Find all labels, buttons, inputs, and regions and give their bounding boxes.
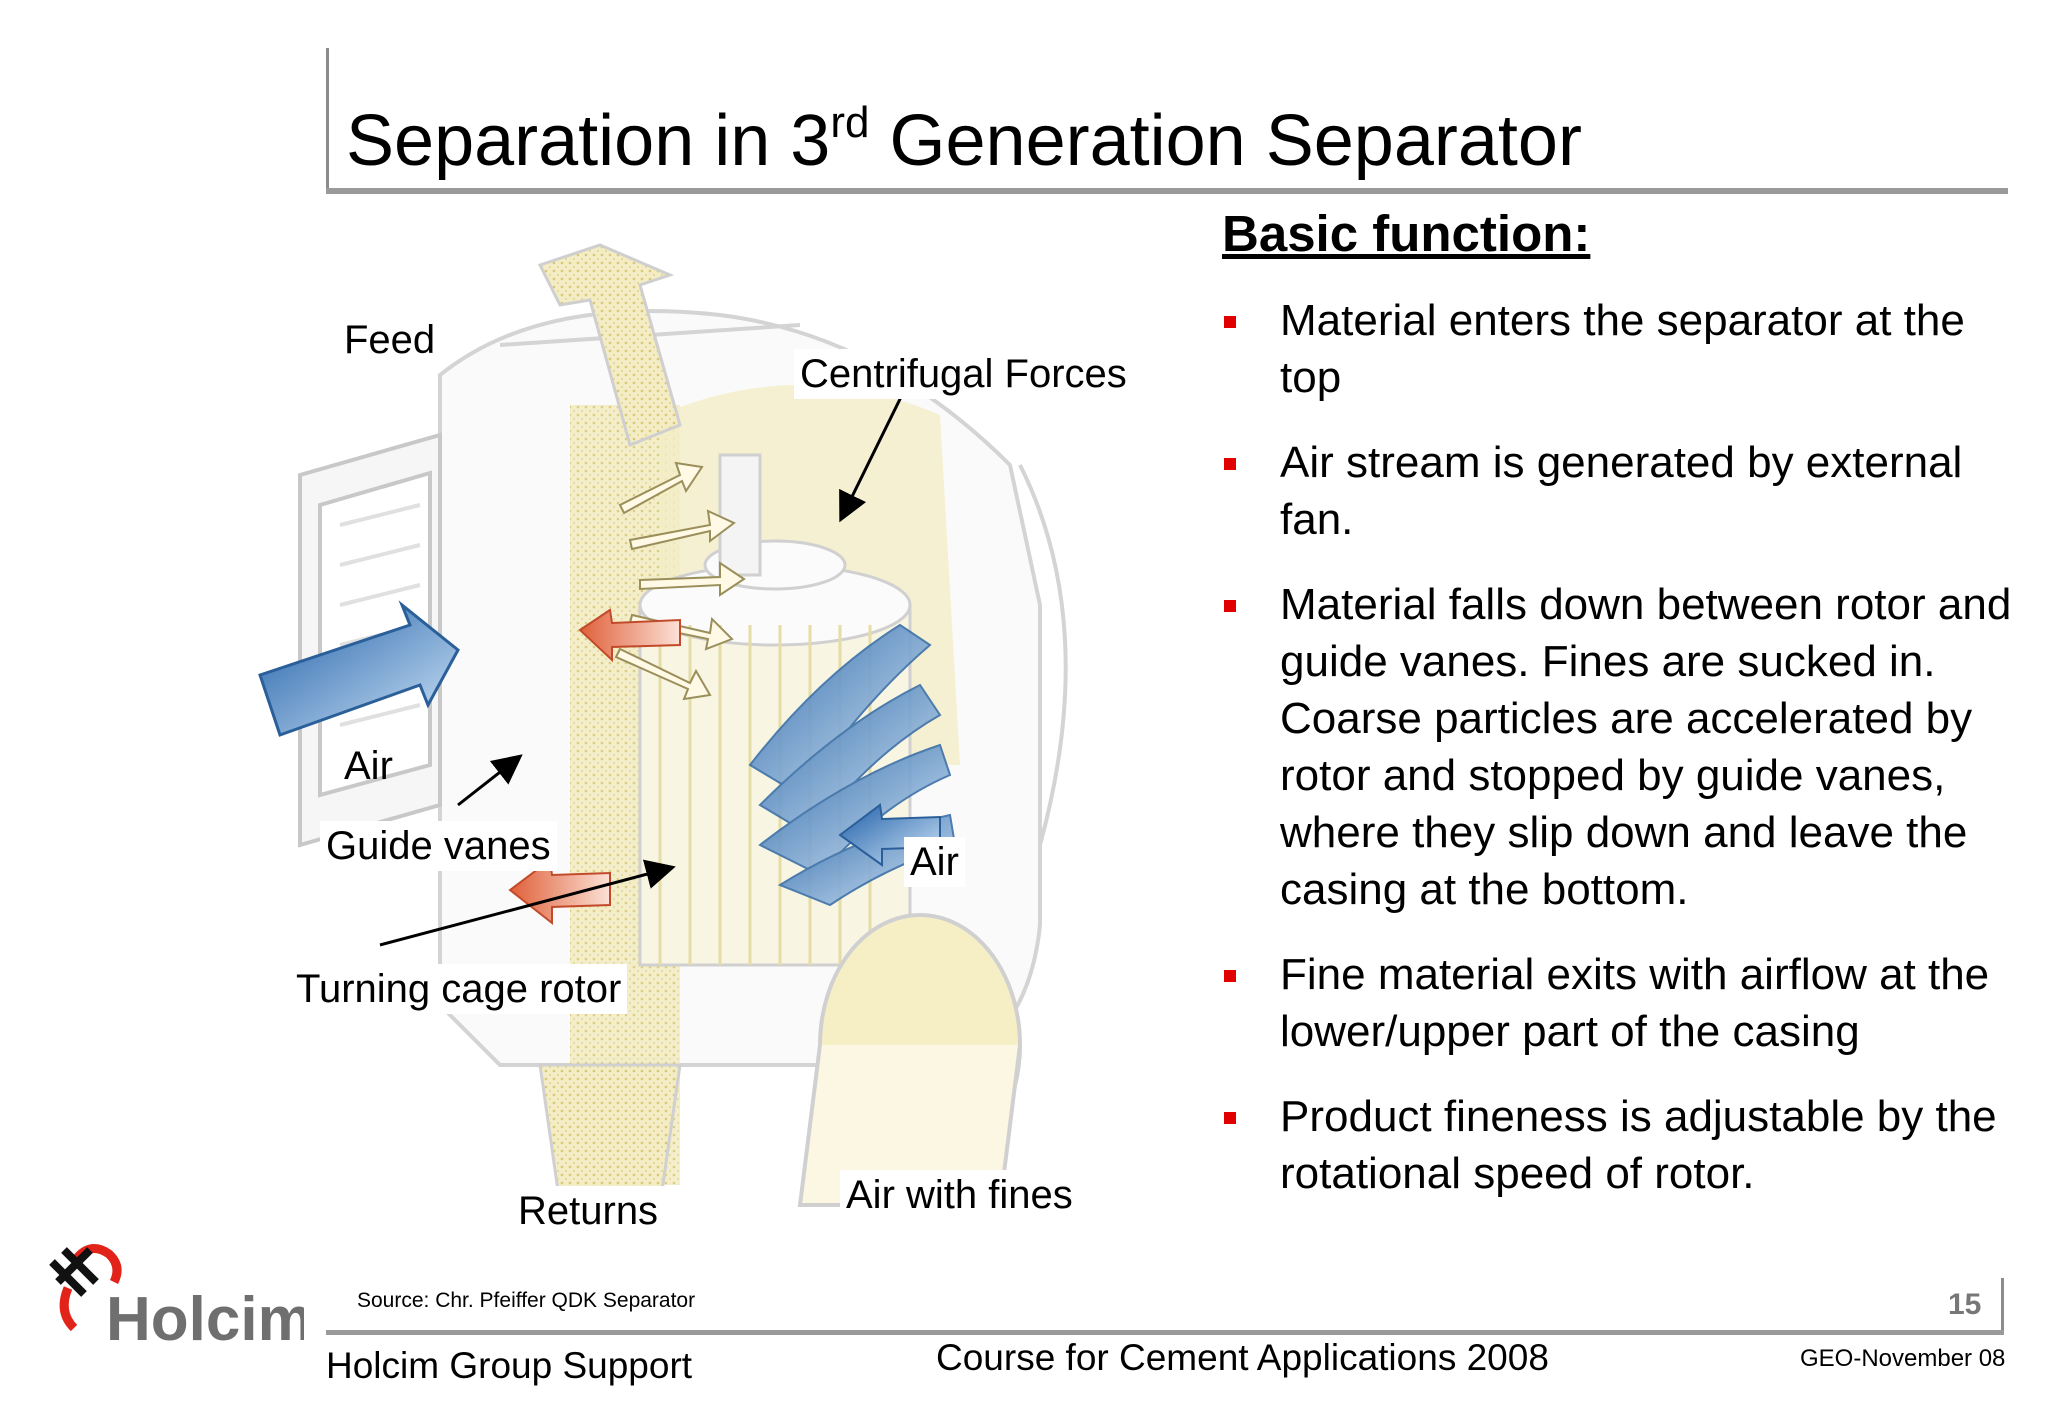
bullet-square-icon <box>1224 970 1236 982</box>
guide-vanes-pointer <box>457 754 523 807</box>
label-centrifugal-forces: Centrifugal Forces <box>794 349 1133 399</box>
basic-function-heading: Basic function: <box>1222 205 1591 262</box>
label-air-inlet: Air <box>344 744 393 788</box>
bullet-square-icon <box>1224 458 1236 470</box>
label-guide-vanes: Guide vanes <box>320 821 557 871</box>
guide-vanes <box>748 623 957 907</box>
bullet-square-icon <box>1224 1112 1236 1124</box>
list-item: Air stream is generated by external fan. <box>1222 434 2022 548</box>
holcim-logo-text: Holcim <box>106 1285 304 1352</box>
list-item: Material falls down between rotor and gu… <box>1222 576 2022 918</box>
feed-chute <box>537 243 682 448</box>
air-inlet-arrow <box>258 600 460 737</box>
inner-air-arrow <box>838 803 941 867</box>
page-number: 15 <box>1948 1288 1982 1321</box>
source-note: Source: Chr. Pfeiffer QDK Separator <box>357 1289 696 1312</box>
label-air-with-fines: Air with fines <box>840 1170 1079 1220</box>
label-turning-cage-rotor: Turning cage rotor <box>290 964 628 1014</box>
centrifugal-pointer <box>839 394 904 523</box>
label-returns: Returns <box>512 1186 665 1236</box>
footer-course-title: Course for Cement Applications 2008 <box>936 1337 1549 1378</box>
slide-title: Separation in 3rd Generation Separator <box>346 98 1582 182</box>
title-underline-rule <box>326 188 2008 194</box>
footer-date: GEO-November 08 <box>1800 1345 2006 1372</box>
title-vertical-rule <box>326 48 329 190</box>
list-item: Product fineness is adjustable by the ro… <box>1222 1088 2022 1202</box>
list-item: Material enters the separator at the top <box>1222 292 2022 406</box>
rotation-arrow-top <box>578 608 681 663</box>
footer-rule <box>326 1330 2004 1335</box>
fines-outlet-duct <box>797 913 1022 1207</box>
list-item: Fine material exits with airflow at the … <box>1222 946 2022 1060</box>
page-number-rule <box>2001 1278 2004 1332</box>
holcim-logo: Holcim <box>49 1244 304 1352</box>
returns-hopper <box>538 1063 682 1207</box>
bullet-square-icon <box>1224 600 1236 612</box>
holcim-logo-mark <box>49 1244 122 1332</box>
footer-organization: Holcim Group Support <box>326 1345 693 1386</box>
label-air-inner: Air <box>904 837 965 887</box>
bullet-square-icon <box>1224 316 1236 328</box>
separator-diagram <box>258 243 1068 1207</box>
label-feed: Feed <box>344 318 436 362</box>
rotor-pointer <box>379 859 676 947</box>
basic-function-list: Material enters the separator at the top… <box>1222 292 2022 1230</box>
